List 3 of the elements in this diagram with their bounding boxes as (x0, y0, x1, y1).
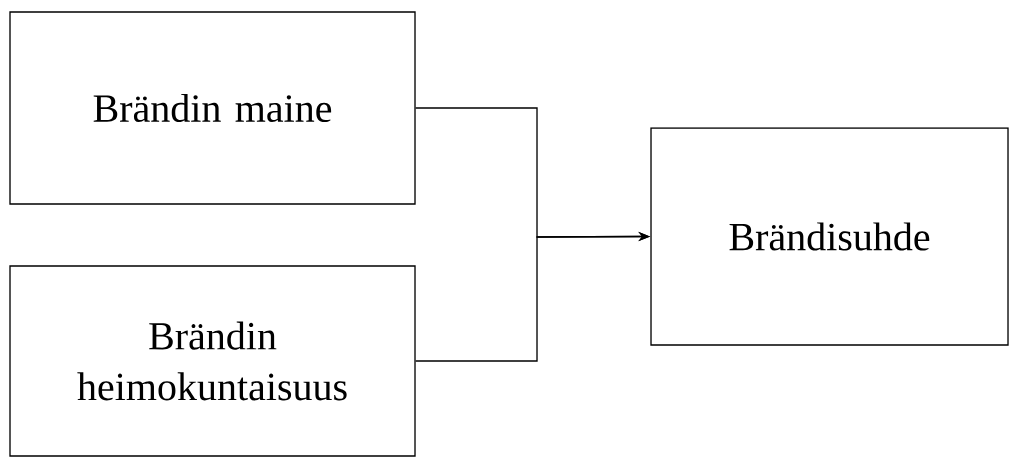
process-box: Brändisuhde (650, 127, 1009, 346)
process-box: Brändin maine (9, 11, 416, 205)
process-box: Brändin heimokuntaisuus (9, 265, 416, 457)
